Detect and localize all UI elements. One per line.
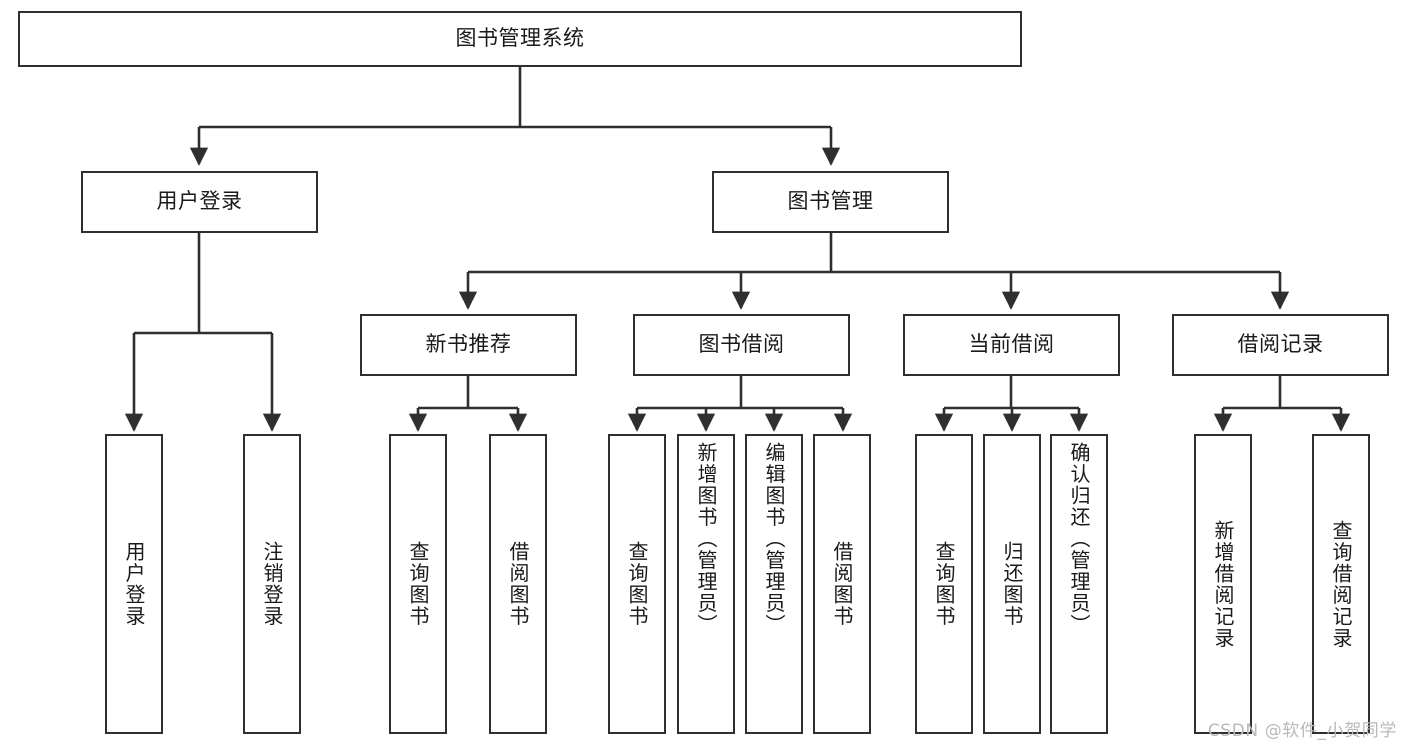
node-leaf-confirm-return-label: 确认归还（管理员） [1067,442,1091,636]
node-new-book-recommend-label: 新书推荐 [425,332,512,357]
node-user-login-label: 用户登录 [156,189,243,214]
node-leaf-borrow-book-2-label: 借阅图书 [830,541,854,627]
node-book-borrow[interactable]: 图书借阅 [633,314,850,376]
node-leaf-query-book-1[interactable]: 查询图书 [389,434,447,734]
node-leaf-borrow-book-2[interactable]: 借阅图书 [813,434,871,734]
node-leaf-user-login[interactable]: 用户登录 [105,434,163,734]
node-leaf-edit-book-label: 编辑图书（管理员） [762,442,786,636]
node-book-manage[interactable]: 图书管理 [712,171,949,233]
node-leaf-add-record-label: 新增借阅记录 [1211,519,1235,649]
node-borrow-record[interactable]: 借阅记录 [1172,314,1389,376]
node-new-book-recommend[interactable]: 新书推荐 [360,314,577,376]
node-leaf-return-book[interactable]: 归还图书 [983,434,1041,734]
node-leaf-logout-label: 注销登录 [260,541,284,627]
node-leaf-add-record[interactable]: 新增借阅记录 [1194,434,1252,734]
node-leaf-borrow-book-1-label: 借阅图书 [506,541,530,627]
node-root-label: 图书管理系统 [455,26,585,51]
node-leaf-query-book-3-label: 查询图书 [932,541,956,627]
node-leaf-edit-book[interactable]: 编辑图书（管理员） [745,434,803,734]
node-leaf-user-login-label: 用户登录 [122,541,146,627]
csdn-watermark: CSDN @软件_小贺同学 [1207,721,1397,741]
node-leaf-query-record[interactable]: 查询借阅记录 [1312,434,1370,734]
node-current-borrow[interactable]: 当前借阅 [903,314,1120,376]
node-leaf-return-book-label: 归还图书 [1000,541,1024,627]
node-leaf-query-book-2-label: 查询图书 [625,541,649,627]
node-leaf-add-book-label: 新增图书（管理员） [694,442,718,636]
node-current-borrow-label: 当前借阅 [968,332,1055,357]
node-leaf-logout[interactable]: 注销登录 [243,434,301,734]
node-leaf-query-record-label: 查询借阅记录 [1329,519,1353,649]
node-leaf-query-book-2[interactable]: 查询图书 [608,434,666,734]
node-root[interactable]: 图书管理系统 [18,11,1022,67]
node-leaf-borrow-book-1[interactable]: 借阅图书 [489,434,547,734]
node-leaf-confirm-return[interactable]: 确认归还（管理员） [1050,434,1108,734]
node-borrow-record-label: 借阅记录 [1237,332,1324,357]
node-user-login[interactable]: 用户登录 [81,171,318,233]
node-book-manage-label: 图书管理 [787,189,874,214]
node-leaf-query-book-3[interactable]: 查询图书 [915,434,973,734]
node-book-borrow-label: 图书借阅 [698,332,785,357]
node-leaf-query-book-1-label: 查询图书 [406,541,430,627]
node-leaf-add-book[interactable]: 新增图书（管理员） [677,434,735,734]
